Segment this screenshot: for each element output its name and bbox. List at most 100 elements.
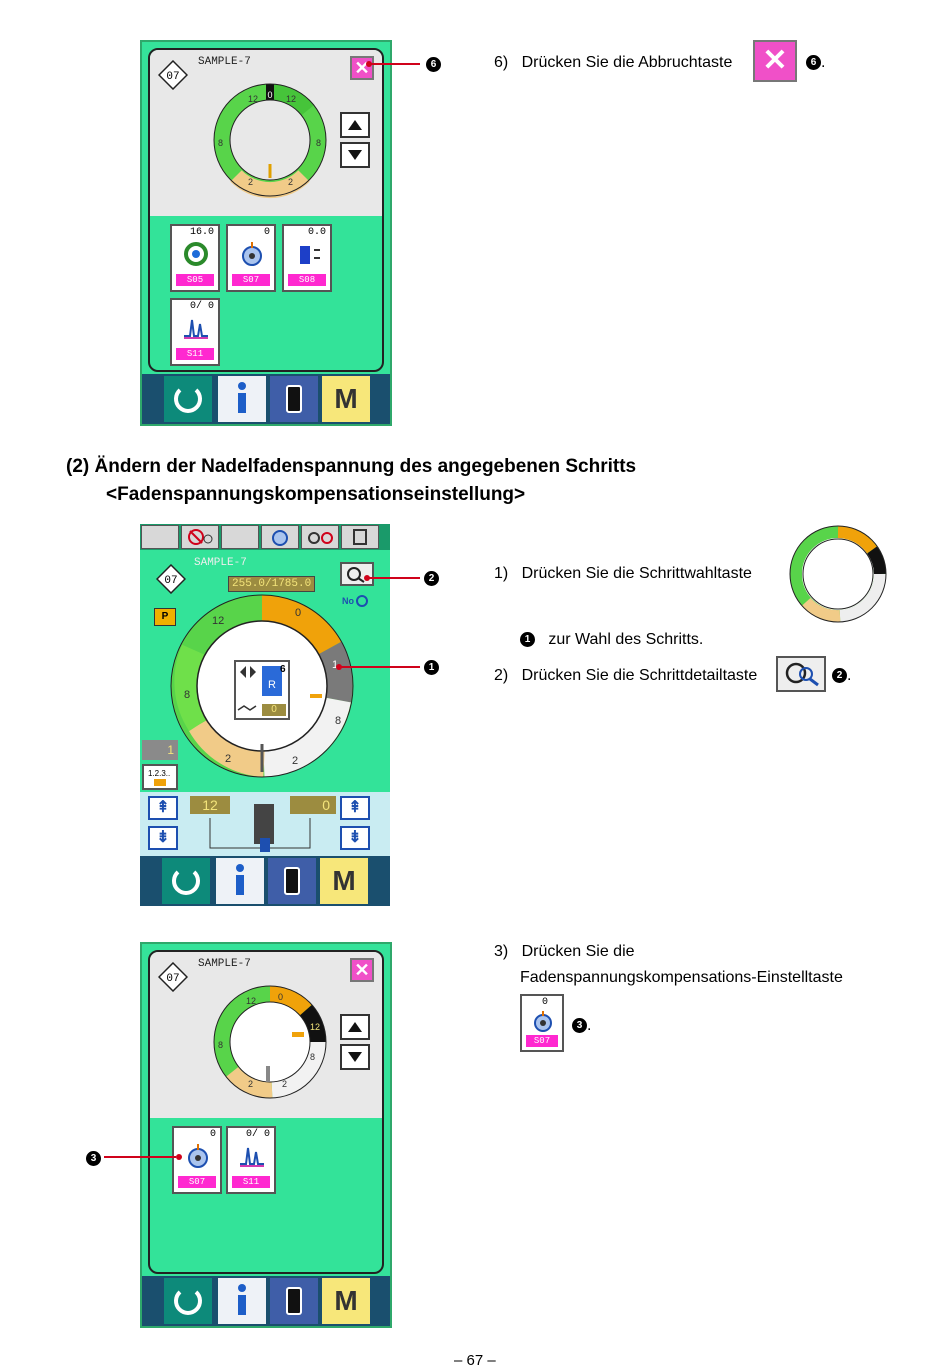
scroll-up-button[interactable]: [340, 1014, 370, 1040]
svg-text:12: 12: [310, 1022, 320, 1032]
step-3: 3) Drücken Sie die: [494, 942, 635, 961]
svg-text:2: 2: [282, 1079, 287, 1089]
callout-marker-1: 1: [424, 659, 439, 677]
information-key[interactable]: [216, 858, 264, 904]
left-tension-value: 12: [190, 796, 230, 814]
svg-text:2: 2: [248, 1079, 253, 1089]
screen-area: 07 SAMPLE-7 ✕ 12 0 12 8 8 2 2: [148, 48, 384, 372]
ready-key[interactable]: [162, 858, 210, 904]
tension-edit-area: ⇞ ⇟ 12 0 ⇞ ⇟: [140, 792, 390, 856]
step-ring[interactable]: 12 0 12 8 8 2 2: [210, 80, 330, 200]
presser-height-icon: [300, 246, 320, 264]
step-text: Drücken Sie die Schrittwahltaste: [521, 565, 752, 582]
step-number: 2): [494, 667, 509, 684]
right-decrease-button[interactable]: ⇟: [340, 826, 370, 850]
svg-text:07: 07: [166, 71, 179, 83]
communication-key[interactable]: [268, 858, 316, 904]
communication-icon: [284, 867, 300, 895]
step-text: Drücken Sie die: [521, 943, 635, 960]
tension-key-s05[interactable]: 16.0 S05: [170, 224, 220, 292]
callout-line: [104, 1156, 176, 1158]
key-code: S07: [178, 1176, 216, 1188]
svg-text:07: 07: [166, 973, 179, 985]
right-increase-button[interactable]: ⇞: [340, 796, 370, 820]
presser-key-s08[interactable]: 0.0 S08: [282, 224, 332, 292]
step-1-continuation: 1 zur Wahl des Schritts.: [520, 630, 703, 649]
cancel-button[interactable]: ✕: [350, 958, 374, 982]
counter-key[interactable]: [301, 525, 339, 549]
step-number: 3): [494, 943, 509, 960]
top-key-row: [140, 524, 390, 550]
svg-text:07: 07: [164, 575, 177, 587]
presser-key[interactable]: [341, 525, 379, 549]
presser-icon: [353, 529, 367, 545]
svg-text:1: 1: [332, 659, 338, 671]
bottom-key-bar: M: [140, 856, 390, 906]
step-6-ref: 6.: [806, 53, 825, 72]
arrow-down-icon: [348, 150, 362, 160]
callout-marker-2: 2: [424, 570, 439, 588]
mode-key[interactable]: M: [320, 858, 368, 904]
callout-line: [340, 666, 420, 668]
step-detail-button[interactable]: [340, 562, 374, 586]
section-heading: (2) Ändern der Nadelfadenspannung des an…: [66, 456, 637, 477]
tension-compensation-key-s07[interactable]: 0 S07: [172, 1126, 222, 1194]
step-6: 6) Drücken Sie die Abbruchtaste: [494, 53, 732, 72]
ready-icon: [174, 388, 202, 413]
thread-tension-ring-icon: [184, 242, 208, 266]
step-number: 6): [494, 54, 509, 71]
step-3-ref: 3.: [572, 1016, 591, 1035]
pattern-name: SAMPLE-7: [198, 56, 251, 68]
stitch-step-icon: [184, 319, 208, 339]
mode-key[interactable]: M: [322, 376, 370, 422]
key-value: 0: [263, 227, 270, 238]
information-key[interactable]: [218, 376, 266, 422]
device-screen-3: 07 SAMPLE-7 ✕ 12 0 12 8 8 2 2: [140, 942, 392, 1328]
tension-compensation-key-s07[interactable]: 0 S07: [226, 224, 276, 292]
svg-text:12: 12: [212, 615, 224, 627]
step-preview-value: 0: [262, 704, 286, 716]
ready-key[interactable]: [164, 376, 212, 422]
callout-dot: [176, 1154, 182, 1160]
gray-display-area: 07 SAMPLE-7 ✕ 12 0 12 8 8 2 2: [150, 952, 382, 1118]
scroll-up-button[interactable]: [340, 112, 370, 138]
counter-icon: [308, 532, 333, 544]
no-detail-icon: No: [342, 595, 368, 607]
communication-icon: [286, 1287, 302, 1315]
svg-text:12: 12: [246, 996, 256, 1006]
sequence-key[interactable]: 1.2.3..: [142, 764, 178, 790]
step-3-line2: Fadenspannungskompensations-Einstelltast…: [520, 969, 843, 986]
thread-trimmer-key[interactable]: [181, 525, 219, 549]
blank-key[interactable]: [221, 525, 259, 549]
mode-key[interactable]: M: [322, 1278, 370, 1324]
left-decrease-button[interactable]: ⇟: [148, 826, 178, 850]
key-value: 0: [209, 1129, 216, 1140]
svg-text:6: 6: [280, 664, 286, 675]
device-screen-1: 07 SAMPLE-7 ✕ 12 0 12 8 8 2 2: [140, 40, 392, 426]
communication-key[interactable]: [270, 376, 318, 422]
scroll-down-button[interactable]: [340, 142, 370, 168]
winder-key[interactable]: [261, 525, 299, 549]
svg-text:1.2.3..: 1.2.3..: [148, 769, 170, 778]
blank-key[interactable]: [141, 525, 179, 549]
stitch-step-key-s11[interactable]: 0/ 0 S11: [170, 298, 220, 366]
callout-dot: [336, 664, 342, 670]
ready-key[interactable]: [164, 1278, 212, 1324]
step-detail-key-illustration: [776, 656, 826, 692]
key-value: 0/ 0: [189, 301, 214, 312]
information-key[interactable]: [218, 1278, 266, 1324]
scroll-down-button[interactable]: [340, 1044, 370, 1070]
communication-icon: [286, 385, 302, 413]
section-subheading: <Fadenspannungskompensationseinstellung>: [106, 484, 526, 505]
key-value: 0: [541, 997, 548, 1008]
arrow-down-icon: [348, 1052, 362, 1062]
stitch-step-key-s11[interactable]: 0/ 0 S11: [226, 1126, 276, 1194]
key-code: S08: [288, 274, 326, 286]
key-code: S11: [176, 348, 214, 360]
left-increase-button[interactable]: ⇞: [148, 796, 178, 820]
step-ring[interactable]: 12 0 12 8 8 2 2: [210, 982, 330, 1102]
pattern-name: SAMPLE-7: [198, 958, 251, 970]
communication-key[interactable]: [270, 1278, 318, 1324]
svg-text:12: 12: [248, 94, 258, 104]
cancel-button[interactable]: ✕: [350, 56, 374, 80]
